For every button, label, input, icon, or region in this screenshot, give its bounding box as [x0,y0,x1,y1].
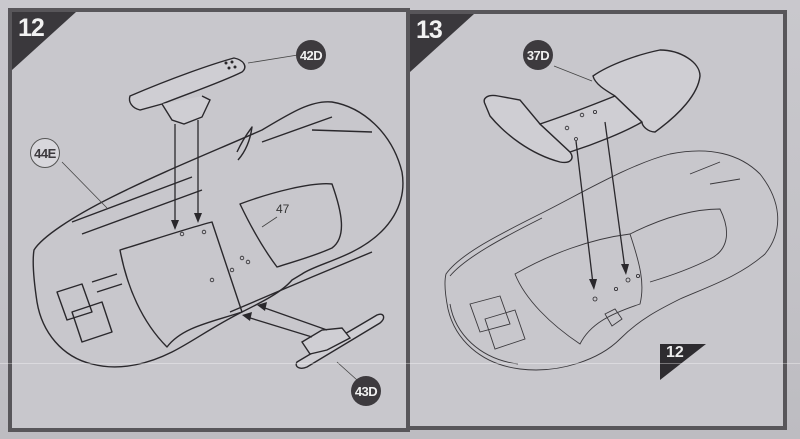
part-callout-42d: 42D [296,40,326,70]
part-callout-43d: 43D [351,376,381,406]
callout-label: 43D [354,383,378,399]
callout-label: 42D [299,47,323,63]
paper-fold-line [0,363,800,364]
part-number-label: 47 [276,202,290,216]
part-callout-44e: 44E [30,138,60,168]
part-callout-37d: 37D [523,40,553,70]
callout-label: 37D [526,47,550,63]
callout-label: 44E [34,145,56,161]
step-number: 12 [18,14,45,42]
step-13-drawing [444,49,779,371]
step-number: 13 [416,16,443,44]
reference-step-number: 12 [666,344,684,361]
step-13-panel: 13 [406,10,787,430]
step-12-drawing [32,53,404,381]
step-12-panel: 12 [8,8,410,432]
